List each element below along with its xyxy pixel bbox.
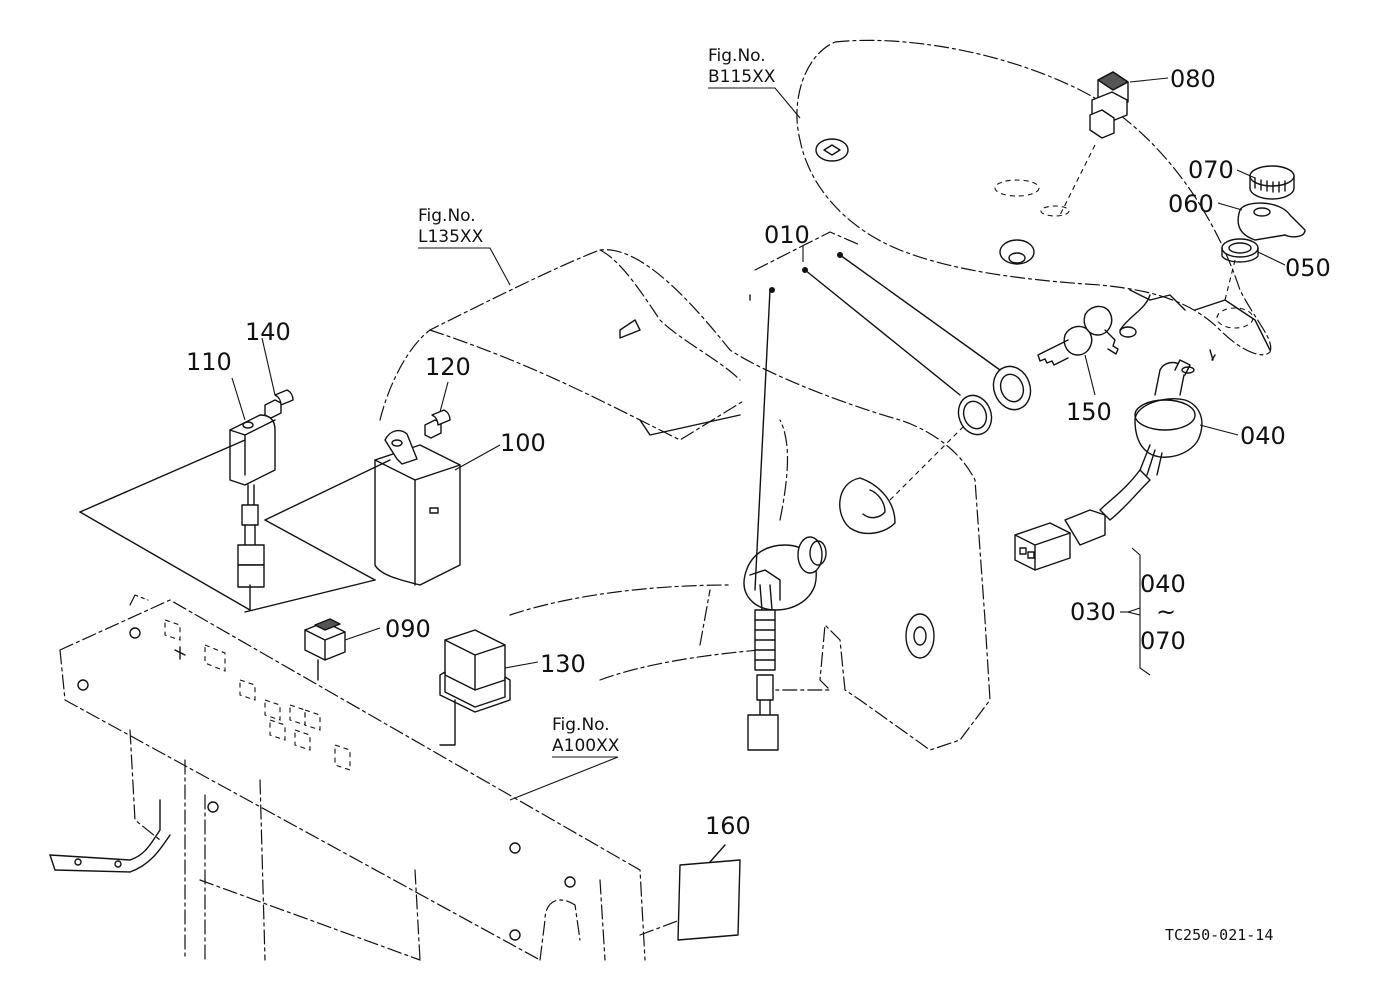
dash-cover-b115 <box>796 39 1272 361</box>
leader-lines <box>231 77 1286 801</box>
fig-ref-a100-line2: A100XX <box>552 736 620 756</box>
fig-ref-b115-line2: B115XX <box>708 67 776 87</box>
flasher-090 <box>304 618 346 681</box>
set-010-bracket <box>749 231 1001 396</box>
callout-150: 150 <box>1066 398 1112 426</box>
set-bracket-to: 070 <box>1140 627 1186 655</box>
bolt-140 <box>264 389 294 419</box>
callout-040: 040 <box>1240 422 1286 450</box>
callout-030: 030 <box>1070 598 1116 626</box>
callout-050: 050 <box>1285 254 1331 282</box>
fig-ref-b115-line1: Fig.No. <box>708 46 766 66</box>
frame-a100 <box>49 594 646 961</box>
callout-090: 090 <box>385 615 431 643</box>
drawing-code: TC250-021-14 <box>1165 926 1273 944</box>
callout-100: 100 <box>500 429 546 457</box>
nut-ring <box>889 365 1032 501</box>
key-switch-center <box>743 289 827 751</box>
relay-130 <box>439 629 511 746</box>
callout-110: 110 <box>186 348 232 376</box>
callout-160: 160 <box>705 812 751 840</box>
fig-ref-l135-line2: L135XX <box>418 227 484 247</box>
keys-150 <box>1037 305 1119 366</box>
bolt-120 <box>424 409 451 439</box>
label-160 <box>639 844 741 941</box>
meter-panel-l135 <box>379 249 991 751</box>
callout-120: 120 <box>425 353 471 381</box>
knob-stack <box>1221 165 1306 301</box>
set-bracket-tilde: ~ <box>1156 598 1176 626</box>
callout-070: 070 <box>1188 156 1234 184</box>
set-bracket-from: 040 <box>1140 570 1186 598</box>
key-switch-040 <box>1014 354 1216 571</box>
callout-140: 140 <box>245 318 291 346</box>
fig-ref-l135-line1: Fig.No. <box>418 206 476 226</box>
switch-080 <box>1059 71 1129 216</box>
callout-130: 130 <box>540 650 586 678</box>
callout-010: 010 <box>764 221 810 249</box>
relay-110 <box>79 414 276 611</box>
callout-060: 060 <box>1168 190 1214 218</box>
callout-080: 080 <box>1170 65 1216 93</box>
timer-100 <box>244 429 461 613</box>
fig-ref-a100-line1: Fig.No. <box>552 715 610 735</box>
